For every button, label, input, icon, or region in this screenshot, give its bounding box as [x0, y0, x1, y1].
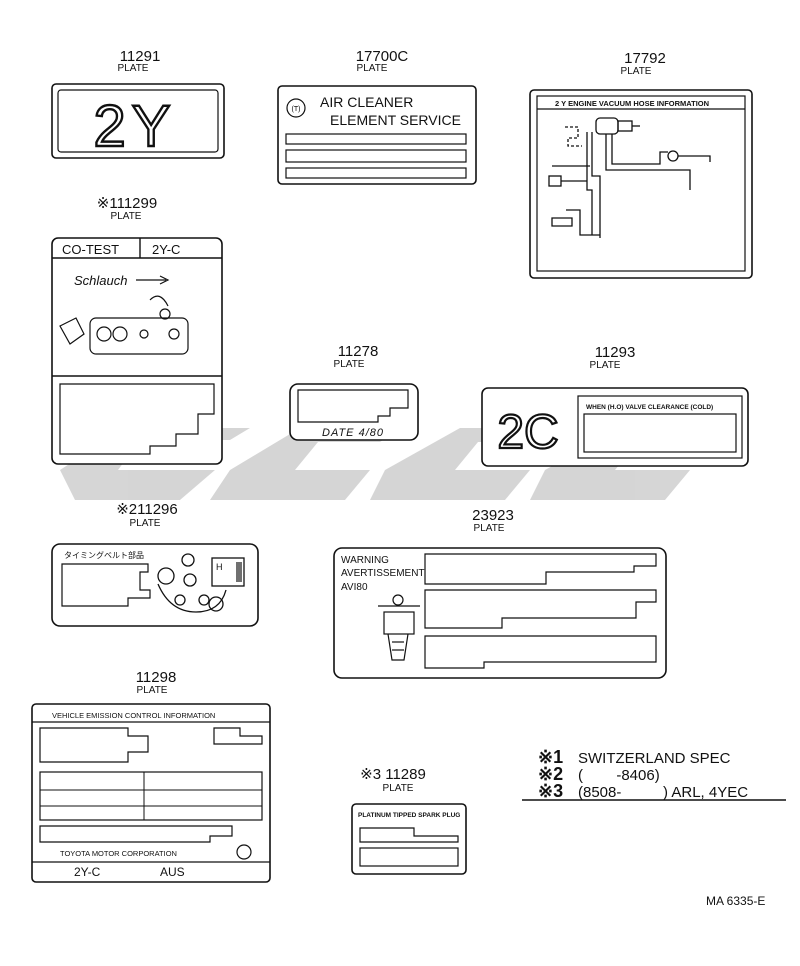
plate-111299: CO-TEST 2Y-C Schlauch	[51, 237, 223, 465]
plate-23923-w1: WARNING	[341, 555, 389, 566]
part-name-11298: PLATE	[137, 685, 168, 696]
part-number-11298: 11298	[136, 669, 177, 686]
plate-23923-w2: AVERTISSEMENT	[341, 568, 425, 579]
plate-11293-header: WHEN (H.O) VALVE CLEARANCE (COLD)	[586, 404, 713, 411]
plate-11293-text: 2C	[497, 406, 558, 459]
part-name-11293: PLATE	[590, 360, 621, 371]
plate-11289: PLATINUM TIPPED SPARK PLUG	[351, 803, 467, 875]
toyota-logo-icon	[236, 844, 252, 860]
plate-23923-w3: AVI80	[341, 582, 368, 593]
svg-text:(T): (T)	[292, 106, 301, 113]
part-name-23923: PLATE	[474, 523, 505, 534]
part-name-17792: PLATE	[621, 66, 652, 77]
plate-111299-right: 2Y-C	[152, 242, 180, 257]
timing-belt-diagram	[157, 553, 245, 613]
plate-23923: WARNING AVERTISSEMENT AVI80	[333, 547, 667, 679]
part-number-23923: 23923	[472, 507, 514, 524]
plate-111299-label: Schlauch	[74, 273, 127, 288]
plate-11289-header: PLATINUM TIPPED SPARK PLUG	[358, 812, 460, 819]
part-name-11289: PLATE	[383, 783, 414, 794]
part-name-11278: PLATE	[334, 359, 365, 370]
plate-11298-maker: TOYOTA MOTOR CORPORATION	[60, 849, 177, 858]
part-name-211296: PLATE	[130, 518, 161, 529]
part-number-11291: 11291	[120, 48, 161, 65]
note-mark-2: ※2	[538, 764, 563, 784]
plate-17700c-line2: ELEMENT SERVICE	[330, 112, 461, 128]
plate-11298-market: AUS	[160, 865, 185, 879]
part-number-11278: 11278	[338, 343, 379, 360]
plate-11298-model: 2Y-C	[74, 865, 101, 879]
part-number-17792: 17792	[624, 50, 666, 67]
plate-211296-h: H	[216, 562, 223, 572]
toyota-logo-icon	[286, 98, 306, 118]
plate-11278-date: DATE 4/80	[322, 427, 384, 439]
plate-11291-text: 2Y	[94, 94, 177, 159]
part-number-17700c: 17700C	[356, 48, 409, 65]
plate-17700c: (T) AIR CLEANER ELEMENT SERVICE	[277, 85, 477, 185]
vacuum-hose-diagram	[548, 117, 711, 238]
plate-211296-header: タイミングベルト部品	[64, 550, 144, 560]
plate-11278: DATE 4/80	[289, 383, 419, 441]
plate-11298: VEHICLE EMISSION CONTROL INFORMATION TOY…	[31, 703, 271, 883]
plate-11291: 2Y	[51, 83, 225, 160]
note-mark-3: ※3	[538, 781, 563, 801]
part-number-211296: ※211296	[116, 501, 178, 518]
part-name-111299: PLATE	[111, 211, 142, 222]
part-number-11289: ※3 11289	[360, 766, 426, 783]
part-name-11291: PLATE	[118, 63, 149, 74]
plate-11298-header: VEHICLE EMISSION CONTROL INFORMATION	[52, 711, 215, 720]
note-mark-1: ※1	[538, 747, 563, 767]
plate-17700c-line1: AIR CLEANER	[320, 94, 413, 110]
plate-11293: 2C WHEN (H.O) VALVE CLEARANCE (COLD)	[481, 387, 749, 467]
plate-111299-left: CO-TEST	[62, 242, 119, 257]
note-text-2: ( -8406)	[578, 767, 660, 784]
note-text-3: (8508- ) ARL, 4YEC	[578, 784, 748, 801]
plate-211296: タイミングベルト部品 H	[51, 543, 259, 627]
plate-17792-header: 2 Y ENGINE VACUUM HOSE INFORMATION	[555, 99, 709, 108]
notes-legend: ※1 SWITZERLAND SPEC ※2 ( -8406) ※3 (8508…	[522, 747, 786, 801]
part-number-111299: ※111299	[97, 195, 157, 212]
note-text-1: SWITZERLAND SPEC	[578, 750, 731, 767]
part-name-17700c: PLATE	[357, 63, 388, 74]
part-number-11293: 11293	[595, 344, 636, 361]
figure-id: MA 6335-E	[706, 894, 765, 908]
injector-icon	[378, 594, 420, 661]
plate-17792: 2 Y ENGINE VACUUM HOSE INFORMATION	[529, 89, 753, 279]
